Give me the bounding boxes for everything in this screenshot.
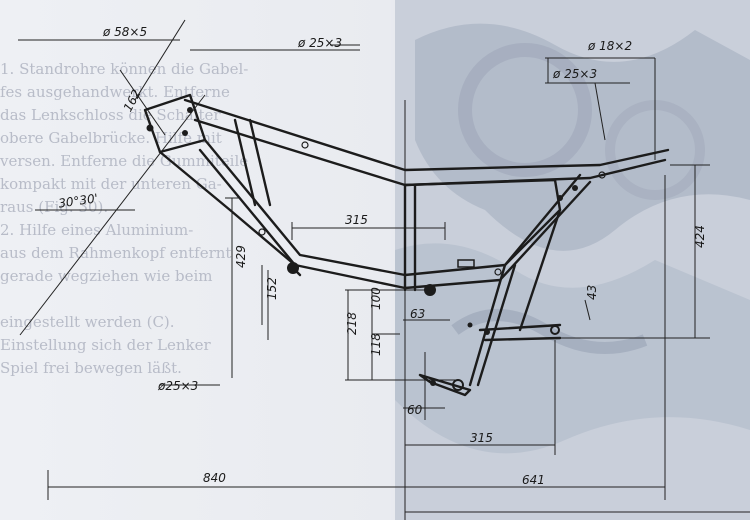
dim-head-tube: ø 58×5	[102, 25, 147, 39]
bg-line: versen. Entferne die Gummiteile	[0, 152, 249, 170]
bg-line: obere Gabelbrücke. Hilfe mit	[0, 129, 222, 147]
bg-line: das Lenkschloss die Schalter	[0, 106, 221, 124]
dim-rear-sub: ø 25×3	[552, 67, 597, 81]
dim-height-424: 424	[693, 225, 707, 248]
bg-line: 1. Standrohre können die Gabel-	[0, 60, 249, 78]
bg-line: raus (Fig. 30).	[0, 198, 109, 216]
dim-height-118: 118	[369, 333, 383, 356]
dim-height-429: 429	[234, 245, 248, 268]
bg-line: eingestellt werden (C).	[0, 313, 175, 331]
bg-line: gerade wegziehen wie beim	[0, 267, 213, 285]
bg-line: Einstellung sich der Lenker	[0, 336, 211, 354]
dimension-labels: ø 58×5 ø 25×3 ø 18×2 ø 25×3 162 30°30' 4…	[57, 25, 707, 487]
dim-down-tube: ø25×3	[157, 379, 198, 393]
dim-height-218: 218	[345, 312, 359, 335]
dim-angle: 30°30'	[57, 191, 98, 210]
dim-height-152: 152	[265, 277, 279, 300]
dim-width-63: 63	[410, 307, 425, 321]
frame-tubes	[143, 93, 670, 397]
dim-top-tube: ø 25×3	[297, 36, 342, 50]
dim-height-43: 43	[585, 285, 599, 300]
welds	[258, 141, 606, 276]
dim-width-315-top: 315	[345, 213, 368, 227]
bg-line: fes ausgehandwerkt. Entferne	[0, 83, 230, 101]
bg-line: kompakt mit der unteren Ga-	[0, 175, 222, 193]
bg-line: Spiel frei bewegen läßt.	[0, 359, 182, 377]
background-text: 1. Standrohre können die Gabel- fes ausg…	[0, 58, 330, 380]
dim-rear-top: ø 18×2	[587, 39, 632, 53]
bg-line: aus dem Rahmenkopf entfernt	[0, 244, 232, 262]
background-photo	[395, 0, 750, 520]
dim-height-100: 100	[369, 287, 383, 310]
dim-width-60: 60	[407, 403, 423, 417]
dim-overall-840: 840	[203, 471, 226, 485]
frame-fittings	[146, 107, 578, 391]
dim-rear-641: 641	[522, 473, 545, 487]
bg-line: 2. Hilfe eines Aluminium-	[0, 221, 194, 239]
dim-width-315-bottom: 315	[470, 431, 493, 445]
